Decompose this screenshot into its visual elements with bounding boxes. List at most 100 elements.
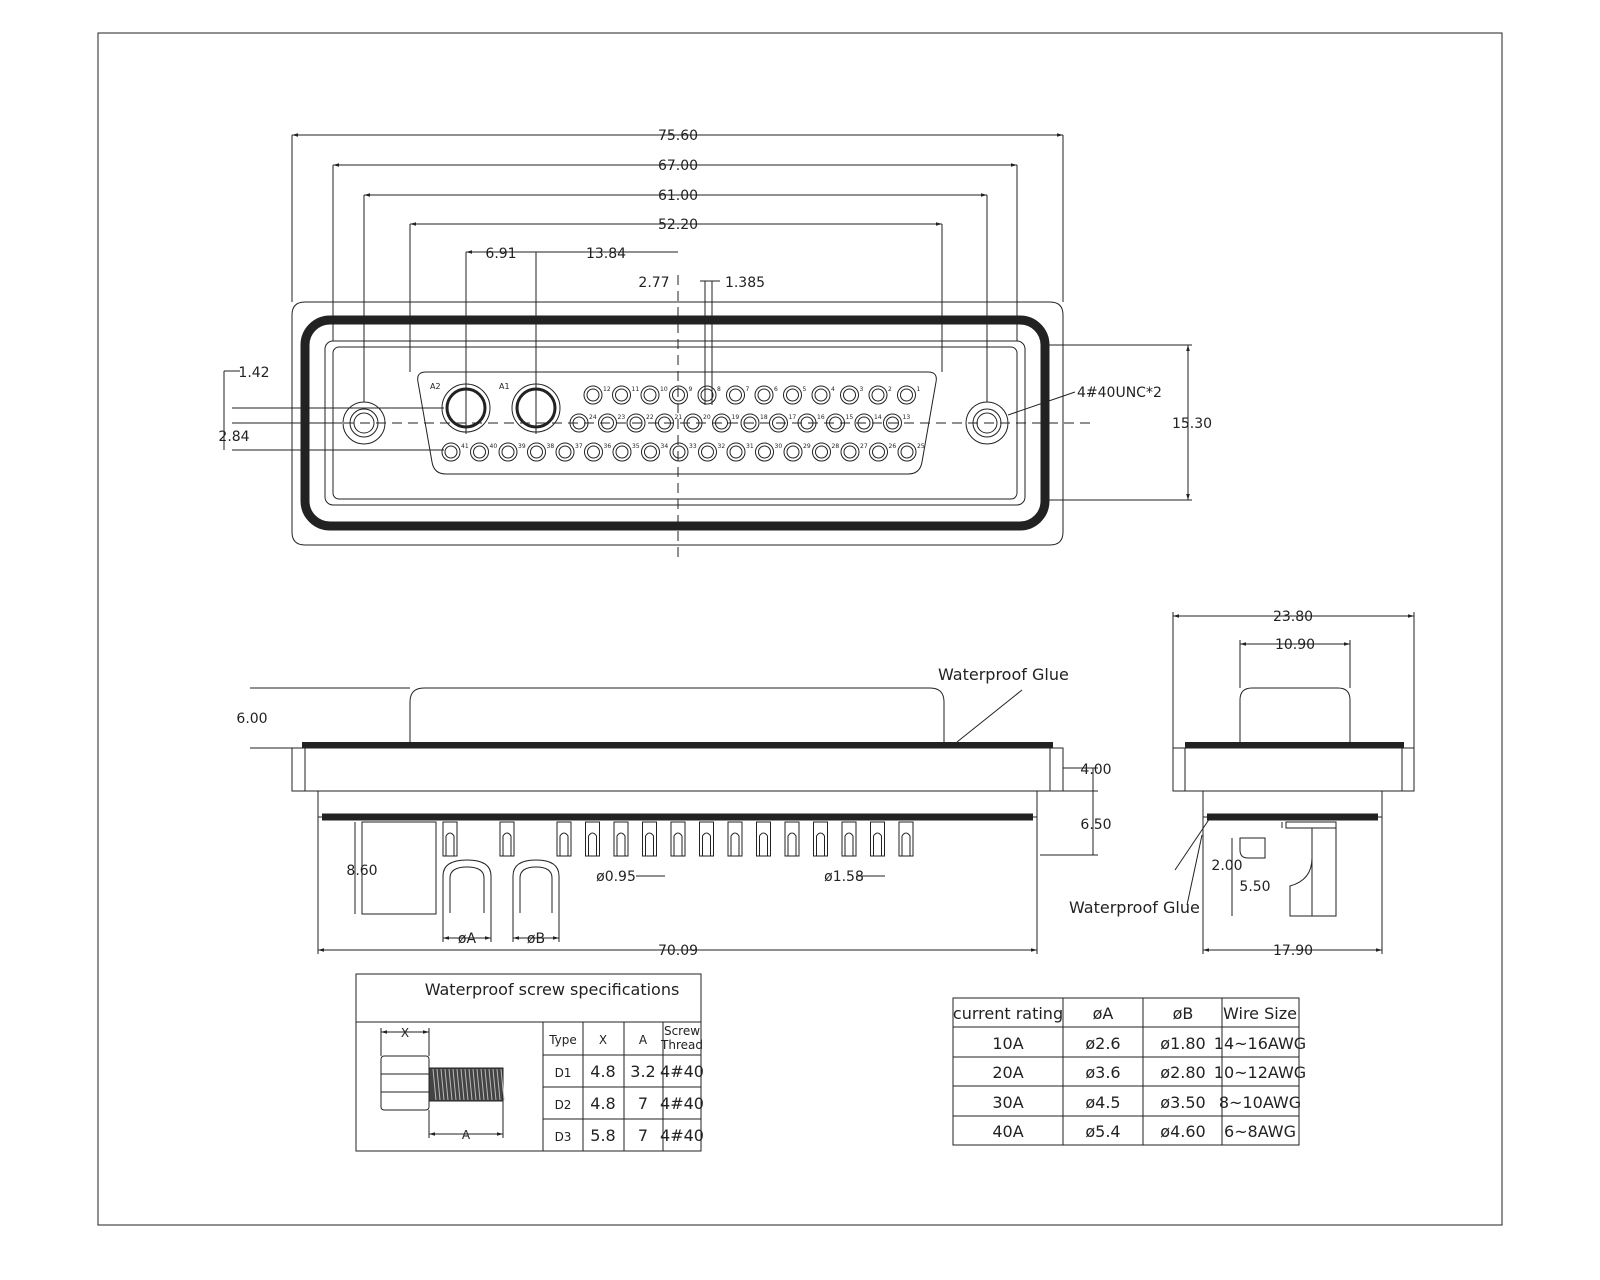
pin-hole: [613, 443, 631, 461]
side-pins: [443, 822, 913, 856]
dim-shell: 52.20: [658, 217, 698, 233]
pin-label: 39: [518, 443, 526, 450]
pin-hole: [870, 443, 888, 461]
pin-hole: [813, 443, 831, 461]
dim-dia-b: øB: [527, 931, 545, 947]
pin-hole: [585, 443, 603, 461]
pin-label: 3: [860, 386, 864, 393]
rating-cell: 6~8AWG: [1224, 1122, 1296, 1141]
rating-cell: ø4.60: [1160, 1122, 1205, 1141]
rating-cell: 40A: [992, 1122, 1023, 1141]
side-pin: [443, 822, 457, 856]
pin-hole: [641, 386, 659, 404]
dim-half-pitch: 1.385: [725, 275, 765, 291]
pin-hole: [570, 414, 588, 432]
screw-header: X: [599, 1033, 607, 1047]
rating-header: Wire Size: [1223, 1004, 1297, 1023]
pin-label: 17: [789, 414, 797, 421]
screw-cell: D2: [555, 1098, 572, 1112]
pin-hole: [642, 443, 660, 461]
rating-table: [953, 998, 1299, 1145]
end-shell: [1240, 688, 1350, 745]
screw-cell: 4#40: [660, 1126, 704, 1145]
side-pin: [557, 822, 571, 856]
pin-hole: [770, 414, 788, 432]
pin-label: 22: [646, 414, 654, 421]
pin-label: 36: [604, 443, 612, 450]
pin-hole: [869, 386, 887, 404]
screw-cell: 4#40: [660, 1094, 704, 1113]
pin-label: 10: [660, 386, 668, 393]
pin-hole: [713, 414, 731, 432]
pin-label: 2: [888, 386, 892, 393]
pin-label: 37: [575, 443, 583, 450]
pin-hole: [670, 386, 688, 404]
pin-label: 40: [490, 443, 498, 450]
side-body: [318, 791, 1037, 817]
pin-label: 18: [760, 414, 768, 421]
side-shell: [410, 688, 944, 745]
side-pin: [871, 822, 885, 856]
side-pin: [700, 822, 714, 856]
pin-label: 30: [775, 443, 783, 450]
pin-hole: [755, 386, 773, 404]
pin-label: 8: [717, 386, 721, 393]
glue-note-side: Waterproof Glue: [938, 665, 1069, 684]
dim-pitch: 2.77: [638, 275, 669, 291]
pin-hole: [756, 443, 774, 461]
screw-cell: D1: [555, 1066, 572, 1080]
pin-label: 20: [703, 414, 711, 421]
end-flange: [1173, 748, 1414, 791]
pin-hole: [727, 386, 745, 404]
pin-hole: [841, 443, 859, 461]
dim-end-contact2: 5.50: [1239, 879, 1270, 895]
pin-label: 32: [718, 443, 726, 450]
rating-cell: ø5.4: [1085, 1122, 1120, 1141]
rating-header: øA: [1093, 1004, 1114, 1023]
cavity-label-a1: A1: [499, 382, 510, 391]
pin-hole: [741, 414, 759, 432]
pin-hole: [798, 414, 816, 432]
pin-hole: [656, 414, 674, 432]
pin-label: 38: [547, 443, 555, 450]
pin-hole: [898, 443, 916, 461]
side-pin: [586, 822, 600, 856]
screw-head: [381, 1056, 429, 1110]
pin-label: 12: [603, 386, 611, 393]
screw-header: Thread: [660, 1038, 703, 1052]
pin-label: 33: [689, 443, 697, 450]
pin-hole: [812, 386, 830, 404]
pin-hole: [684, 414, 702, 432]
dim-a2-a1: 6.91: [485, 246, 516, 262]
screw-table-title: Waterproof screw specifications: [425, 980, 680, 999]
screw-header: Type: [548, 1033, 577, 1047]
pin-label: 29: [803, 443, 811, 450]
side-pin: [757, 822, 771, 856]
pin-label: 16: [817, 414, 825, 421]
pin-label: 14: [874, 414, 882, 421]
dim-overall-width: 70.09: [658, 943, 698, 959]
side-pin: [842, 822, 856, 856]
rating-cell: ø3.50: [1160, 1093, 1205, 1112]
d-shell: [418, 372, 937, 474]
rating-header: current rating: [953, 1004, 1063, 1023]
side-pin: [614, 822, 628, 856]
pin-hole: [599, 414, 617, 432]
screw-cell: 4.8: [590, 1062, 615, 1081]
front-dimensions: [224, 133, 1192, 500]
dim-dia-a: øA: [458, 931, 477, 947]
screw-header: A: [639, 1033, 648, 1047]
screw-cell: 7: [638, 1126, 648, 1145]
pin-label: 35: [632, 443, 640, 450]
side-pin: [785, 822, 799, 856]
screw-cell: D3: [555, 1130, 572, 1144]
screw-note: 4#40UNC*2: [1077, 385, 1162, 401]
pin-label: 4: [831, 386, 835, 393]
pin-hole: [727, 443, 745, 461]
pin-hole: [528, 443, 546, 461]
pin-hole: [699, 443, 717, 461]
